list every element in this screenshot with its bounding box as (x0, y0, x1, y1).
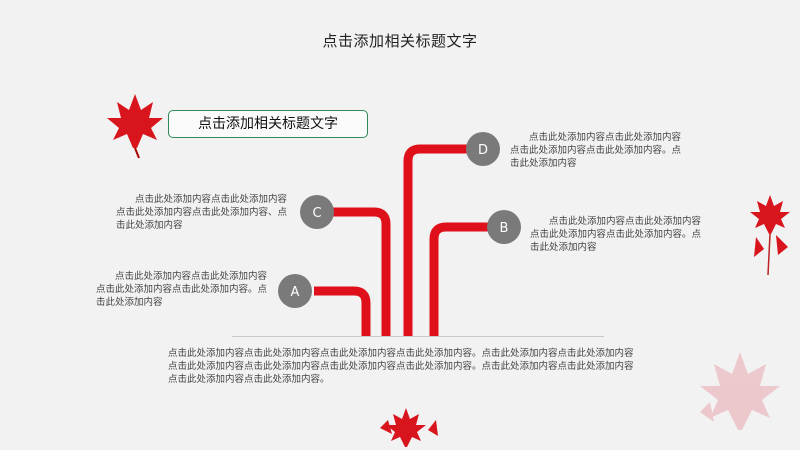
connector-b (429, 222, 503, 337)
svg-text:B: B (500, 221, 509, 236)
node-d-text[interactable]: 点击此处添加内容点击此处添加内容点击此处添加内容点击此处添加内容。点击此处添加内… (510, 132, 682, 169)
node-b-text[interactable]: 点击此处添加内容点击此处添加内容点击此处添加内容点击此处添加内容。点击此处添加内… (530, 216, 702, 253)
maple-leaf-icon (380, 408, 438, 447)
baseline-divider (232, 336, 604, 337)
svg-text:C: C (312, 206, 321, 221)
svg-text:D: D (478, 143, 488, 158)
connector-lines (314, 144, 503, 337)
node-b: B (487, 210, 521, 244)
subtitle-box[interactable]: 点击添加相关标题文字 (168, 110, 368, 138)
node-a: A (278, 274, 312, 308)
node-c: C (300, 195, 334, 229)
connector-c (333, 207, 391, 337)
node-a-text[interactable]: 点击此处添加内容点击此处添加内容点击此处添加内容点击此处添加内容。点击此处添加内… (96, 271, 268, 308)
maple-leaf-icon (750, 195, 790, 276)
svg-text:A: A (291, 285, 300, 300)
page-title: 点击添加相关标题文字 (322, 32, 478, 50)
node-c-text[interactable]: 点击此处添加内容点击此处添加内容点击此处添加内容点击此处添加内容、点击此处添加内… (116, 194, 288, 231)
connector-d (403, 144, 482, 337)
maple-leaf-icon (107, 94, 163, 159)
bottom-text[interactable]: 点击此处添加内容点击此处添加内容点击此处添加内容点击此处添加内容。点击此处添加内… (168, 348, 634, 385)
maple-leaf-icon (700, 352, 780, 430)
connector-a (314, 286, 371, 337)
node-d: D (466, 132, 500, 166)
